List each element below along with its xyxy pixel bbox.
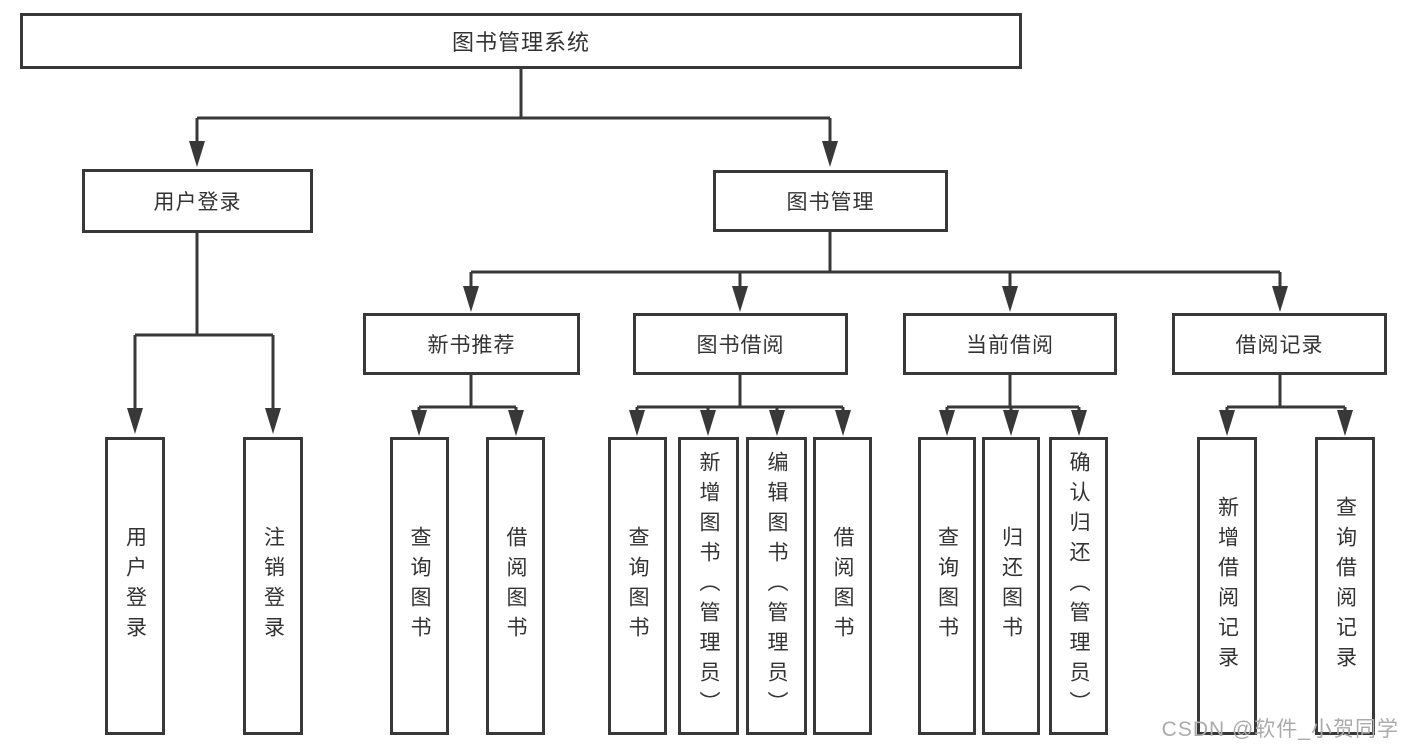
leaf-current-query-books: 查询图书: [918, 437, 976, 735]
leaf-borrow-edit-books-admin-label: 编辑图书（管理员）: [765, 451, 788, 721]
leaf-borrow-query-books: 查询图书: [608, 437, 667, 735]
leaf-newrec-borrow-books: 借阅图书: [486, 437, 545, 735]
node-book-management: 图书管理: [713, 170, 948, 232]
leaf-borrow-borrow-books-label: 借阅图书: [831, 526, 854, 646]
leaf-current-query-books-label: 查询图书: [935, 526, 959, 646]
node-new-book-recommendation: 新书推荐: [363, 313, 580, 375]
leaf-borrow-borrow-books: 借阅图书: [813, 437, 872, 735]
connector-new-rec-split: [411, 375, 524, 436]
watermark-text: CSDN @软件_小贺同学: [1161, 718, 1399, 741]
leaf-logout: 注销登录: [243, 437, 303, 735]
leaf-borrow-edit-books-admin: 编辑图书（管理员）: [746, 437, 807, 735]
node-book-borrowing: 图书借阅: [633, 313, 848, 375]
leaf-current-confirm-return-admin: 确认归还（管理员）: [1049, 437, 1108, 735]
node-borrowing-records: 借阅记录: [1172, 313, 1387, 375]
leaf-borrow-add-books-admin-label: 新增图书（管理员）: [697, 451, 720, 721]
leaf-current-confirm-return-admin-label: 确认归还（管理员）: [1067, 451, 1090, 721]
connector-current-borrow-split: [939, 375, 1087, 436]
leaf-records-query-record-label: 查询借阅记录: [1333, 496, 1357, 676]
leaf-newrec-borrow-books-label: 借阅图书: [504, 526, 527, 646]
connector-user-login-split: [127, 233, 281, 434]
leaf-records-query-record: 查询借阅记录: [1315, 437, 1375, 735]
node-current-borrowing: 当前借阅: [903, 313, 1117, 375]
connector-book-borrow-split: [629, 375, 851, 436]
leaf-records-add-record-label: 新增借阅记录: [1215, 496, 1239, 676]
leaf-user-login-label: 用户登录: [123, 526, 147, 646]
connector-root-split: [189, 69, 838, 167]
leaf-records-add-record: 新增借阅记录: [1197, 437, 1257, 735]
leaf-user-login: 用户登录: [105, 437, 165, 735]
leaf-current-return-books-label: 归还图书: [999, 526, 1023, 646]
leaf-newrec-query-books: 查询图书: [390, 437, 449, 735]
leaf-current-return-books: 归还图书: [982, 437, 1040, 735]
node-library-management-system: 图书管理系统: [20, 13, 1022, 69]
leaf-logout-label: 注销登录: [261, 526, 285, 646]
node-user-login: 用户登录: [82, 169, 313, 233]
leaf-borrow-add-books-admin: 新增图书（管理员）: [678, 437, 739, 735]
leaf-newrec-query-books-label: 查询图书: [408, 526, 431, 646]
connector-book-mgmt-split: [463, 232, 1288, 312]
leaf-borrow-query-books-label: 查询图书: [626, 526, 649, 646]
connector-records-split: [1219, 375, 1353, 436]
